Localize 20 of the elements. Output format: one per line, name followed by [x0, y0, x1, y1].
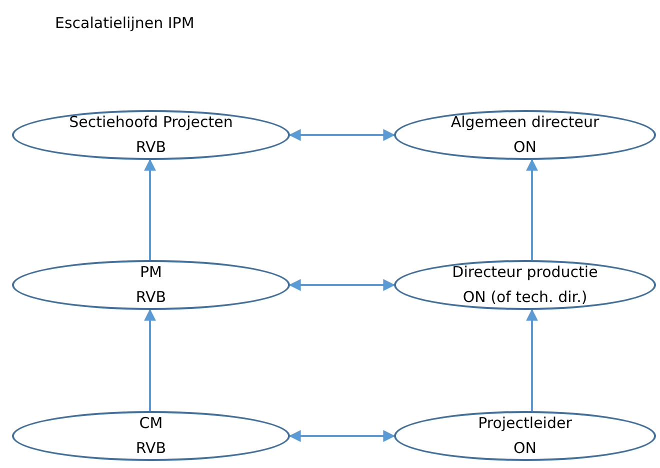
arrow — [288, 279, 396, 291]
node-label: ON — [513, 438, 537, 459]
node-label: Projectleider — [478, 413, 572, 434]
arrow — [288, 430, 396, 442]
node-label: Algemeen directeur — [450, 112, 600, 133]
node-label: PM — [140, 262, 162, 283]
arrow — [288, 129, 396, 141]
arrow — [526, 158, 538, 260]
node-label: ON (of tech. dir.) — [462, 287, 588, 308]
arrow — [144, 158, 156, 260]
node-label: Directeur productie — [452, 262, 598, 283]
arrow — [526, 308, 538, 411]
diagram-title: Escalatielijnen IPM — [55, 13, 194, 34]
node-label: RVB — [136, 287, 166, 308]
node-label: Sectiehoofd Projecten — [69, 112, 233, 133]
node-label: RVB — [136, 137, 166, 158]
arrow — [144, 308, 156, 411]
node-label: ON — [513, 137, 537, 158]
node-label: CM — [139, 413, 163, 434]
node-label: RVB — [136, 438, 166, 459]
